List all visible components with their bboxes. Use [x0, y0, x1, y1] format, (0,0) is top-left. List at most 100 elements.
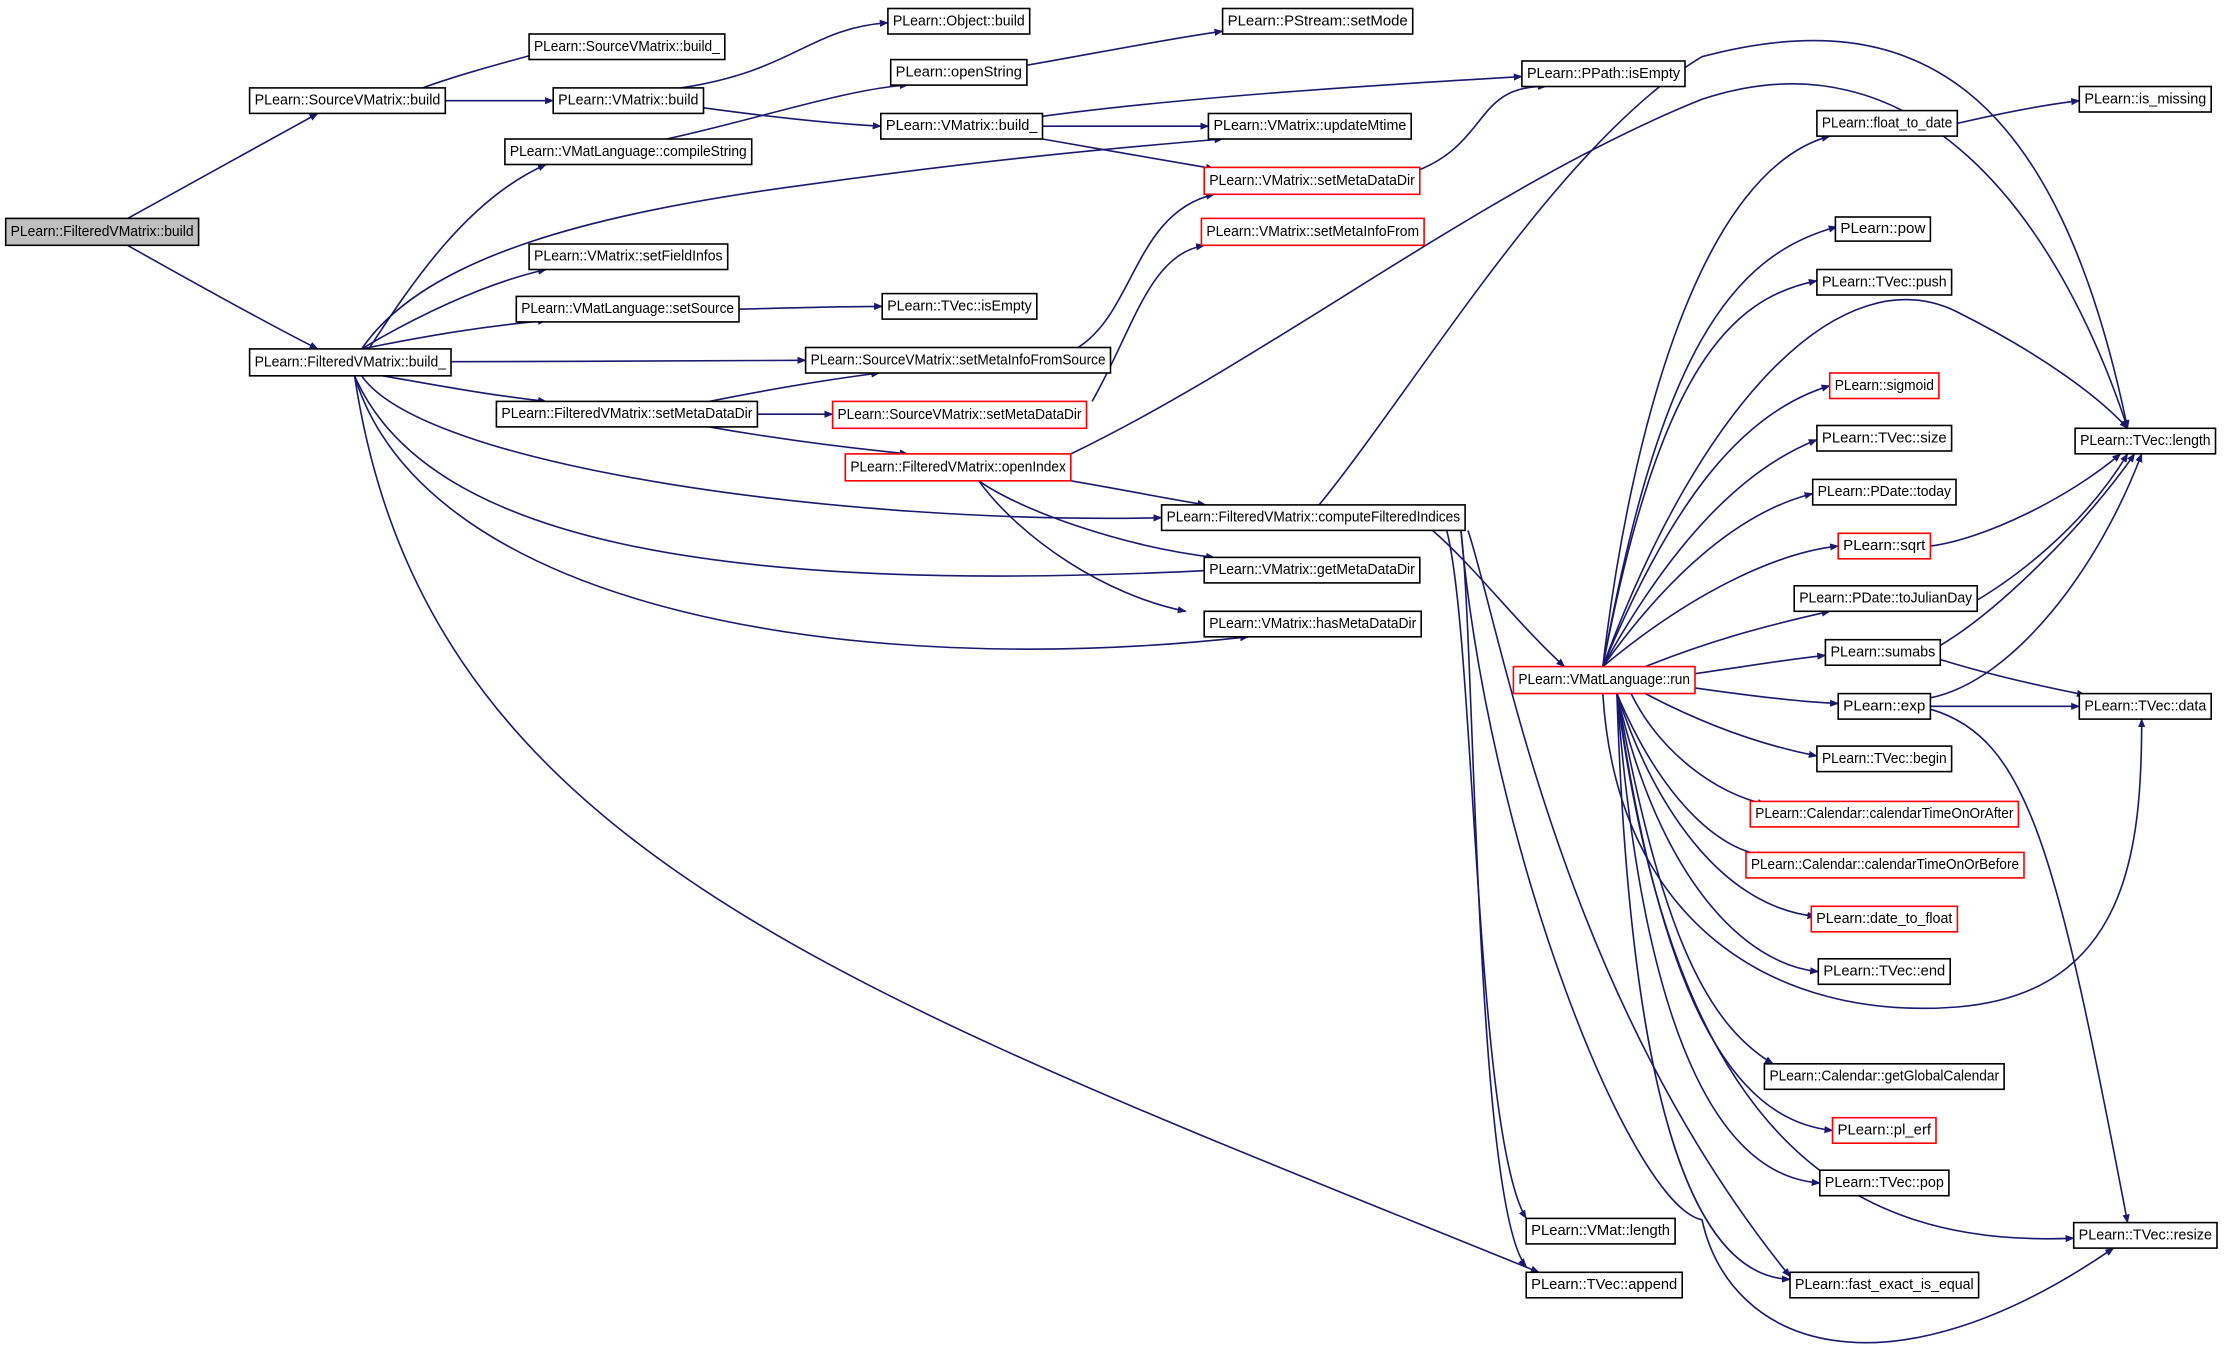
function-node-plearn-pstream-setmode[interactable]: PLearn::PStream::setMode: [1221, 7, 1414, 35]
function-node-plearn-vmatlanguage-compilestring[interactable]: PLearn::VMatLanguage::compileString: [504, 138, 753, 166]
call-edge-plearn-filteredvmatrix-build--plearn-sourcevmatrix-build: [127, 112, 319, 220]
function-node-plearn-pl-erf[interactable]: PLearn::pl_erf: [1831, 1116, 1937, 1144]
node-label: PLearn::exp: [1843, 698, 1925, 714]
call-edge-plearn-float-to-date--plearn-is-missing: [1957, 98, 2081, 125]
function-node-plearn-date-to-float[interactable]: PLearn::date_to_float: [1810, 905, 1959, 933]
function-node-plearn-tvec-resize[interactable]: PLearn::TVec::resize: [2072, 1221, 2218, 1249]
function-node-plearn-pow[interactable]: PLearn::pow: [1834, 216, 1932, 242]
function-node-plearn-sqrt[interactable]: PLearn::sqrt: [1837, 532, 1932, 560]
call-edge-plearn-vmatlanguage-run--plearn-float-to-date: [1602, 134, 1831, 667]
node-label: PLearn::TVec::end: [1823, 964, 1945, 980]
function-node-plearn-openstring[interactable]: PLearn::openString: [889, 58, 1028, 86]
node-label: PLearn::sqrt: [1843, 538, 1925, 554]
node-label: PLearn::PDate::toJulianDay: [1799, 591, 1973, 607]
node-box: [1824, 638, 1942, 667]
function-node-plearn-vmatlanguage-run[interactable]: PLearn::VMatLanguage::run: [1512, 665, 1696, 695]
function-node-plearn-tvec-data[interactable]: PLearn::TVec::data: [2078, 692, 2213, 720]
node-box: [515, 295, 740, 323]
function-node-plearn-tvec-end[interactable]: PLearn::TVec::end: [1817, 957, 1952, 986]
node-box: [248, 87, 447, 115]
function-node-plearn-vmatrix-updatemtime[interactable]: PLearn::VMatrix::updateMtime: [1207, 112, 1413, 140]
function-node-plearn-ppath-isempty[interactable]: PLearn::PPath::isEmpty: [1521, 60, 1686, 88]
function-node-plearn-pdate-today[interactable]: PLearn::PDate::today: [1811, 478, 1957, 506]
node-label: PLearn::TVec::resize: [2079, 1227, 2212, 1243]
node-box: [1816, 109, 1959, 137]
function-node-plearn-filteredvmatrix-computefilteredindices[interactable]: PLearn::FilteredVMatrix::computeFiltered…: [1160, 504, 1466, 532]
call-edge-plearn-vmatrix-build--plearn-object-build: [680, 19, 889, 89]
function-node-plearn-vmatrix-hasmetadatadir[interactable]: PLearn::VMatrix::hasMetaDataDir: [1203, 610, 1422, 638]
function-node-plearn-calendar-calendartimeonorafter[interactable]: PLearn::Calendar::calendarTimeOnOrAfter: [1749, 800, 2020, 828]
call-edge-plearn-vmatlanguage-run--plearn-tvec-push: [1602, 278, 1818, 667]
node-label: PLearn::Object::build: [893, 13, 1025, 29]
function-node-plearn-tvec-append[interactable]: PLearn::TVec::append: [1525, 1271, 1683, 1299]
function-node-plearn-tvec-length[interactable]: PLearn::TVec::length: [2074, 427, 2217, 455]
node-label: PLearn::fast_exact_is_equal: [1795, 1277, 1974, 1293]
node-box: [1817, 957, 1952, 986]
call-edge-plearn-vmatrix-setmetadatadir--plearn-ppath-isempty: [1418, 82, 1547, 171]
node-box: [879, 112, 1044, 140]
call-edge-plearn-sourcevmatrix-build--plearn-sourcevmatrix-build: [422, 49, 547, 89]
node-label: PLearn::TVec::length: [2080, 433, 2210, 449]
call-edge-plearn-filteredvmatrix-build--plearn-vmatrix-setfieldinfos: [361, 267, 547, 350]
function-node-plearn-filteredvmatrix-build[interactable]: PLearn::FilteredVMatrix::build: [4, 217, 200, 247]
function-node-plearn-vmat-length[interactable]: PLearn::VMat::length: [1525, 1217, 1676, 1245]
function-node-plearn-vmatrix-setfieldinfos[interactable]: PLearn::VMatrix::setFieldInfos: [528, 243, 729, 271]
function-node-plearn-sourcevmatrix-setmetadatadir[interactable]: PLearn::SourceVMatrix::setMetaDataDir: [831, 400, 1088, 430]
node-box: [1207, 112, 1413, 140]
call-edge-plearn-vmatrix-build--plearn-vmatrix-setmetadatadir: [1042, 138, 1215, 172]
call-edge-plearn-pdate-tojulianday--plearn-tvec-length: [1956, 453, 2129, 613]
function-node-plearn-sourcevmatrix-build[interactable]: PLearn::SourceVMatrix::build: [248, 87, 447, 115]
call-edge-plearn-filteredvmatrix-build--plearn-vmatrix-hasmetadatadir: [353, 375, 1250, 650]
function-node-plearn-pdate-tojulianday[interactable]: PLearn::PDate::toJulianDay: [1793, 584, 1978, 613]
function-node-plearn-tvec-push[interactable]: PLearn::TVec::push: [1816, 268, 1953, 296]
call-edge-plearn-filteredvmatrix-build--plearn-vmatlanguage-setsource: [361, 317, 547, 350]
node-label: PLearn::VMatrix::build: [558, 93, 698, 109]
function-node-plearn-vmatrix-getmetadatadir[interactable]: PLearn::VMatrix::getMetaDataDir: [1203, 556, 1421, 584]
function-node-plearn-vmatrix-setmetadatadir[interactable]: PLearn::VMatrix::setMetaDataDir: [1203, 166, 1421, 196]
function-node-plearn-tvec-begin[interactable]: PLearn::TVec::begin: [1816, 745, 1953, 773]
node-label: PLearn::FilteredVMatrix::setMetaDataDir: [501, 406, 752, 422]
call-edge-plearn-filteredvmatrix-build--plearn-vmatlanguage-compilestring: [368, 163, 547, 350]
call-edge-plearn-sourcevmatrix-setmetainfofromsource--plearn-vmatrix-setmetadatadir: [1077, 192, 1215, 349]
function-node-plearn-exp[interactable]: PLearn::exp: [1837, 692, 1932, 720]
call-edge-plearn-filteredvmatrix-build--plearn-sourcevmatrix-setmetainfofromsource: [450, 356, 807, 364]
function-node-plearn-object-build[interactable]: PLearn::Object::build: [887, 7, 1031, 35]
call-edge-plearn-filteredvmatrix-build--plearn-filteredvmatrix-build: [127, 244, 319, 350]
call-edge-plearn-filteredvmatrix-setmetadatadir--plearn-filteredvmatrix-openindex: [709, 426, 909, 457]
function-node-plearn-calendar-calendartimeonorbefore[interactable]: PLearn::Calendar::calendarTimeOnOrBefore: [1745, 851, 2025, 879]
function-node-plearn-tvec-isempty[interactable]: PLearn::TVec::isEmpty: [881, 292, 1038, 320]
node-label: PLearn::TVec::begin: [1822, 751, 1947, 767]
node-label: PLearn::FilteredVMatrix::computeFiltered…: [1167, 510, 1461, 526]
node-box: [1816, 268, 1953, 296]
node-box: [1793, 584, 1978, 613]
function-node-plearn-sourcevmatrix-build[interactable]: PLearn::SourceVMatrix::build_: [528, 33, 726, 61]
function-node-plearn-float-to-date[interactable]: PLearn::float_to_date: [1816, 109, 1959, 137]
function-node-plearn-filteredvmatrix-build[interactable]: PLearn::FilteredVMatrix::build_: [248, 348, 452, 377]
function-node-plearn-vmatrix-build[interactable]: PLearn::VMatrix::build_: [879, 112, 1044, 140]
function-node-plearn-fast-exact-is-equal[interactable]: PLearn::fast_exact_is_equal: [1789, 1271, 1980, 1299]
node-box: [528, 33, 726, 61]
call-edge-plearn-openstring--plearn-pstream-setmode: [1026, 28, 1224, 66]
node-label: PLearn::TVec::append: [1531, 1277, 1677, 1293]
function-node-plearn-filteredvmatrix-setmetadatadir[interactable]: PLearn::FilteredVMatrix::setMetaDataDir: [495, 400, 759, 428]
function-node-plearn-is-missing[interactable]: PLearn::is_missing: [2078, 85, 2213, 113]
function-node-plearn-tvec-size[interactable]: PLearn::TVec::size: [1816, 424, 1953, 452]
function-node-plearn-sumabs[interactable]: PLearn::sumabs: [1824, 638, 1942, 667]
node-label: PLearn::date_to_float: [1816, 911, 1952, 927]
function-node-plearn-tvec-pop[interactable]: PLearn::TVec::pop: [1819, 1169, 1950, 1197]
function-node-plearn-vmatrix-build[interactable]: PLearn::VMatrix::build: [552, 87, 705, 115]
function-nodes: PLearn::FilteredVMatrix::buildPLearn::So…: [4, 7, 2218, 1299]
function-node-plearn-sourcevmatrix-setmetainfofromsource[interactable]: PLearn::SourceVMatrix::setMetaInfoFromSo…: [804, 346, 1112, 374]
node-box: [1789, 1271, 1980, 1299]
call-edge-plearn-filteredvmatrix-build--plearn-filteredvmatrix-setmetadatadir: [382, 375, 547, 405]
call-edge-plearn-vmatlanguage-run--plearn-calendar-calendartimeonorbefore: [1616, 693, 1767, 859]
function-node-plearn-sigmoid[interactable]: PLearn::sigmoid: [1828, 372, 1940, 400]
call-edge-plearn-filteredvmatrix-build--plearn-vmatrix-updatemtime: [361, 136, 1224, 350]
function-node-plearn-calendar-getglobalcalendar[interactable]: PLearn::Calendar::getGlobalCalendar: [1763, 1063, 2005, 1091]
function-node-plearn-vmatlanguage-setsource[interactable]: PLearn::VMatLanguage::setSource: [515, 295, 740, 323]
function-node-plearn-vmatrix-setmetainfofrom[interactable]: PLearn::VMatrix::setMetaInfoFrom: [1200, 217, 1425, 247]
function-node-plearn-filteredvmatrix-openindex[interactable]: PLearn::FilteredVMatrix::openIndex: [844, 453, 1072, 482]
call-edges: [127, 19, 2146, 1344]
call-edge-plearn-filteredvmatrix-build--plearn-tvec-append: [353, 375, 1540, 1274]
